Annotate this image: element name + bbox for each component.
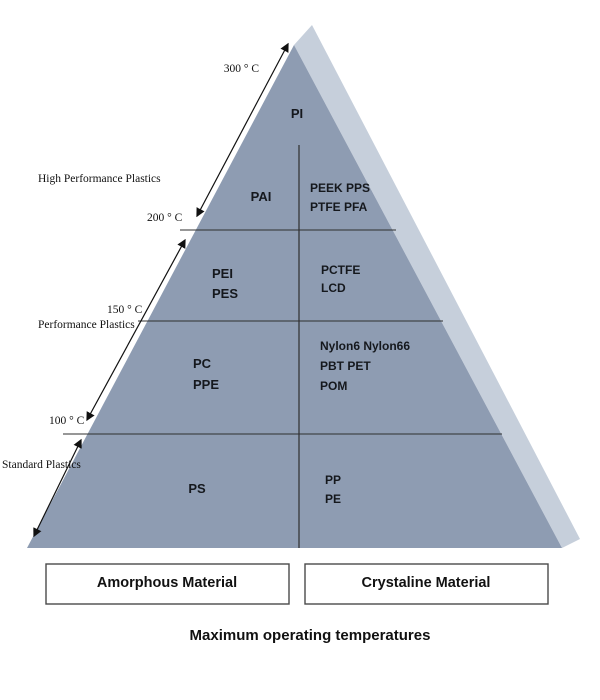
material-pi: PI — [291, 106, 303, 121]
temperature-label-100: 100 ° C — [49, 415, 85, 427]
material-pes: PES — [212, 286, 238, 301]
temperature-label-150: 150 ° C — [107, 304, 143, 316]
temperature-label-200: 200 ° C — [147, 212, 183, 224]
material-pe: PE — [325, 492, 341, 506]
amorphous-legend-box — [45, 563, 290, 605]
material-pp: PP — [325, 473, 341, 487]
material-pei: PEI — [212, 266, 233, 281]
performance-range-arrow — [86, 238, 186, 422]
group-label-high-performance: High Performance Plastics — [38, 173, 161, 185]
material-ppe: PPE — [193, 377, 219, 392]
group-label-performance: Performance Plastics — [38, 319, 135, 331]
material-pc: PC — [193, 356, 212, 371]
diagram-caption: Maximum operating temperatures — [190, 627, 431, 644]
material-nylon: Nylon6 Nylon66 — [320, 339, 410, 353]
crystalline-legend-box — [304, 563, 549, 605]
material-ptfe-pfa: PTFE PFA — [310, 200, 368, 214]
material-pom: POM — [320, 379, 347, 393]
crystalline-legend-label: Crystaline Material — [362, 575, 491, 591]
material-pctfe: PCTFE — [321, 263, 360, 277]
high-performance-range-arrow — [196, 42, 289, 218]
material-lcd: LCD — [321, 281, 346, 295]
pyramid-front-face — [27, 45, 562, 548]
pyramid-side-face — [294, 25, 580, 548]
material-pbt-pet: PBT PET — [320, 359, 371, 373]
amorphous-legend-label: Amorphous Material — [97, 575, 237, 591]
material-ps: PS — [188, 481, 206, 496]
material-pai: PAI — [251, 189, 272, 204]
material-peek-pps: PEEK PPS — [310, 181, 370, 195]
group-label-standard: Standard Plastics — [2, 459, 81, 471]
temperature-label-300: 300 ° C — [224, 63, 260, 75]
standard-range-arrow — [33, 438, 82, 538]
